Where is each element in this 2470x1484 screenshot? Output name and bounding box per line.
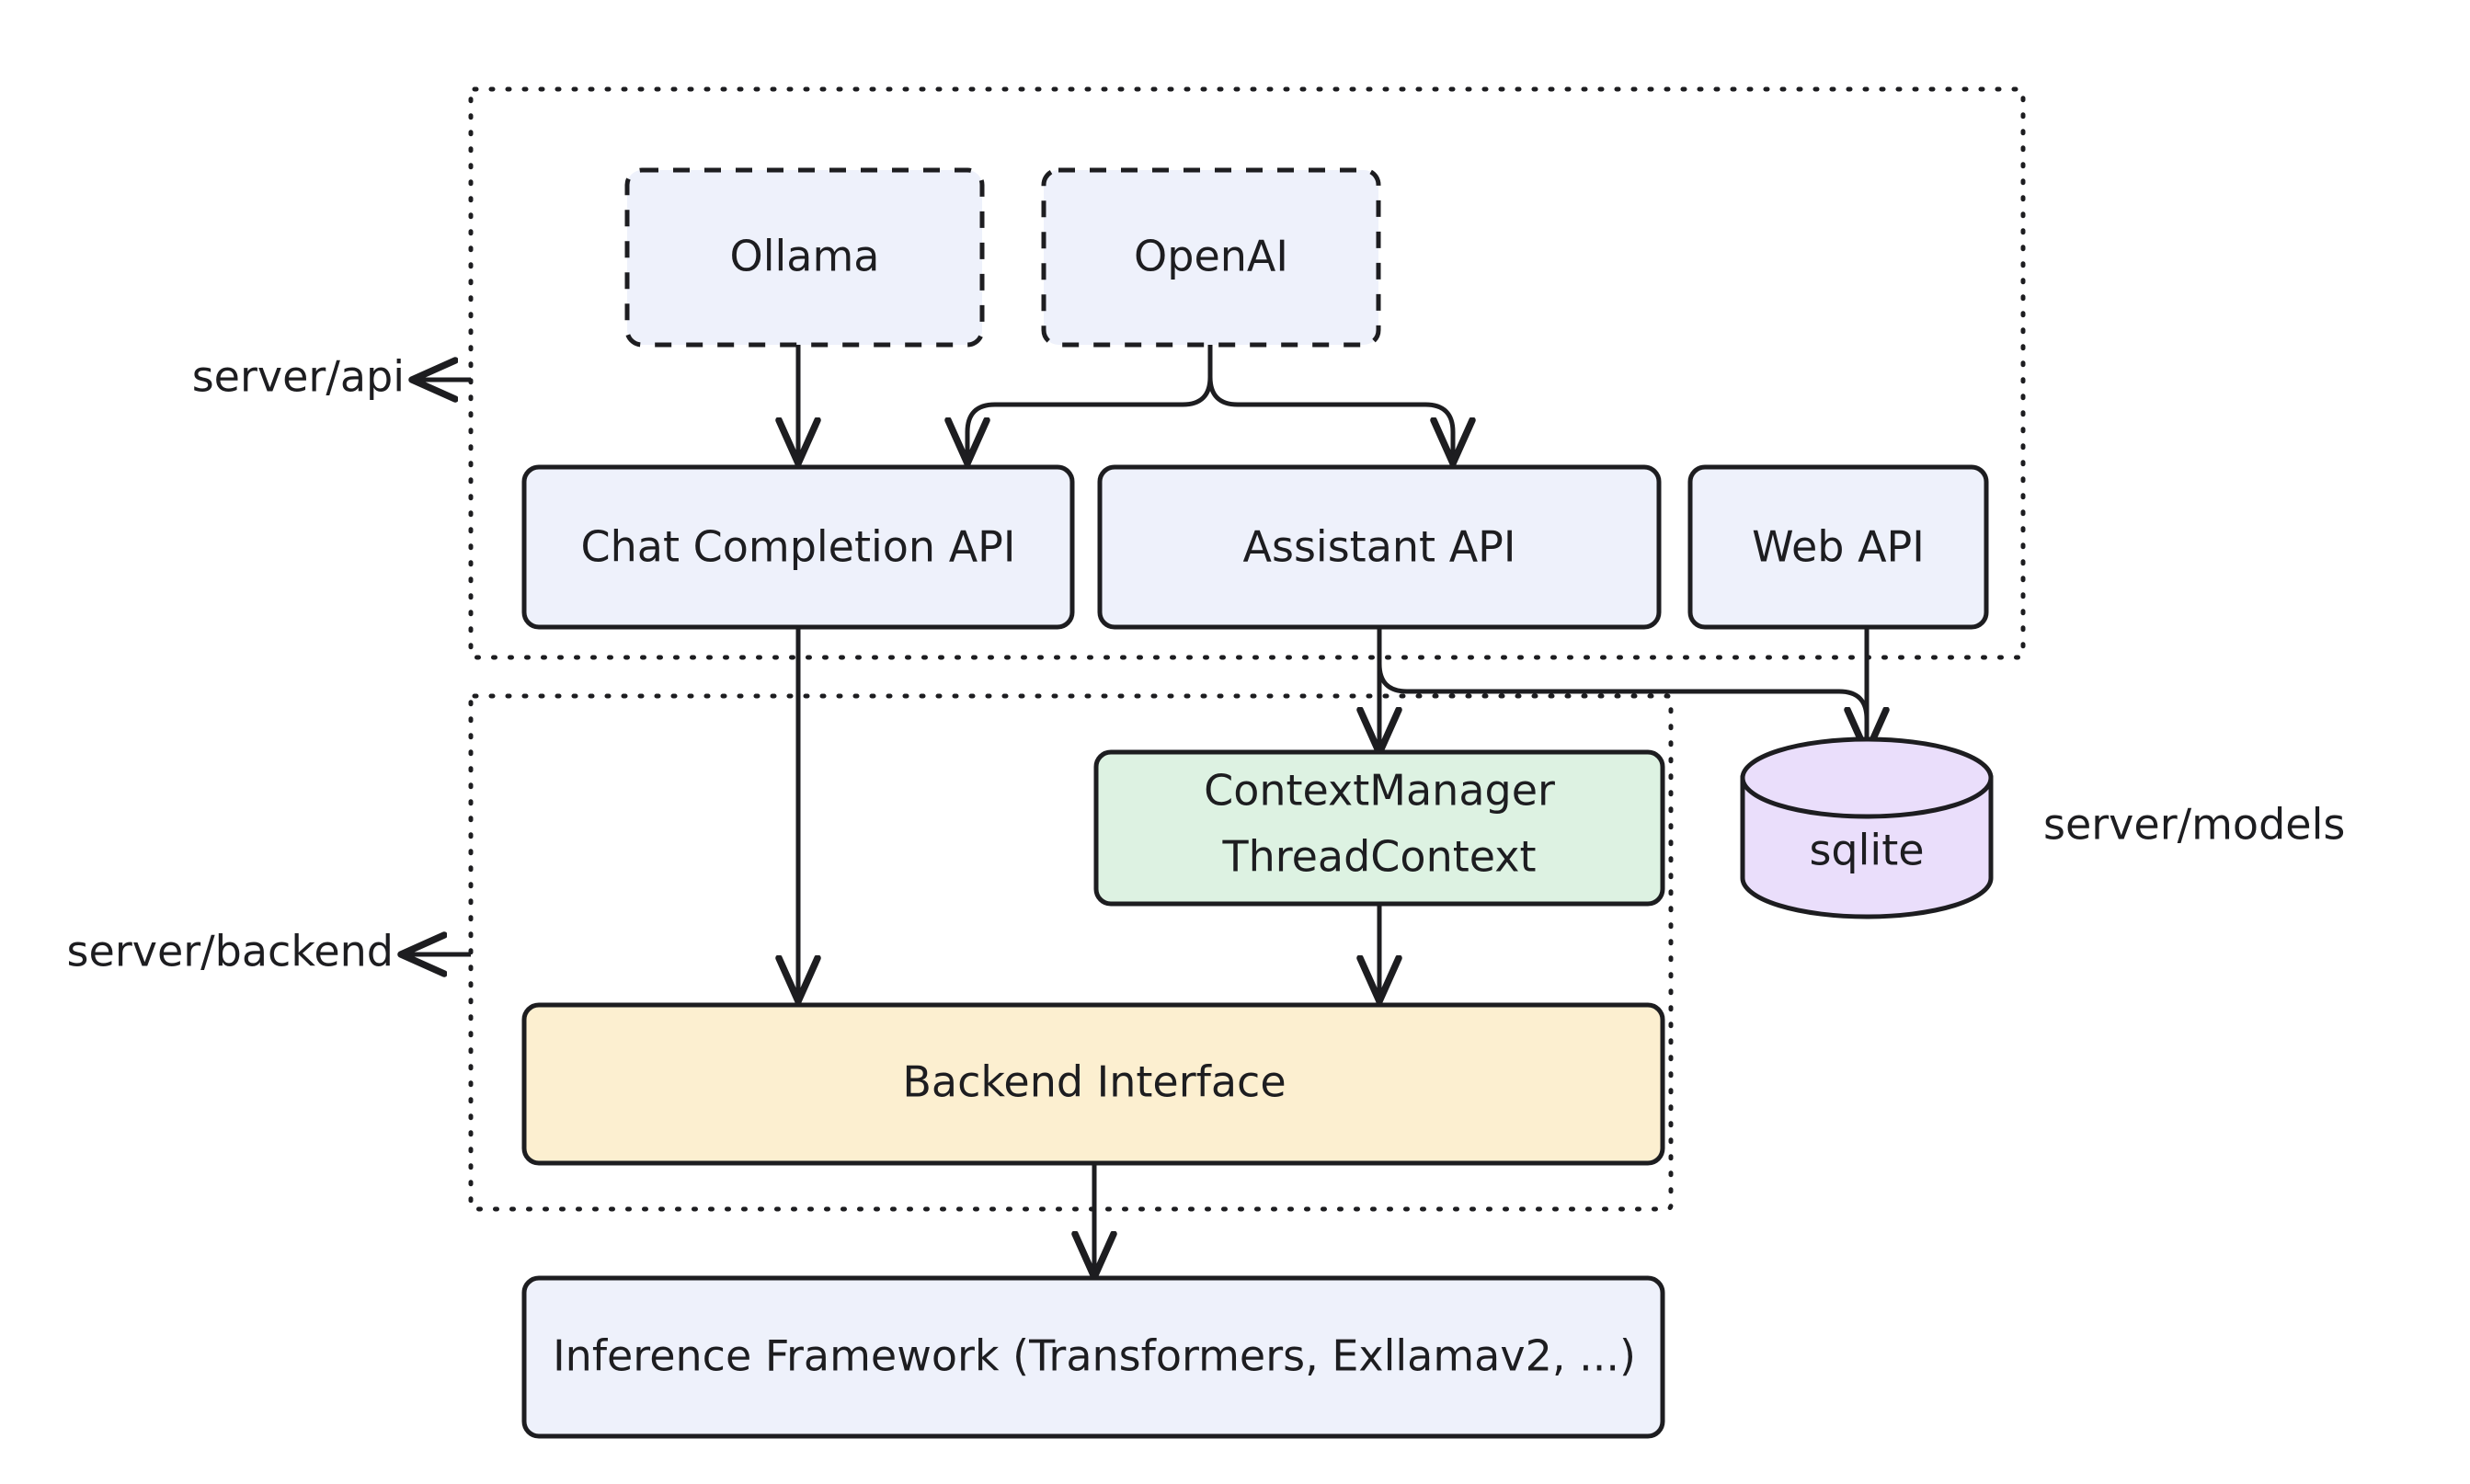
node-web-api[interactable]: Web API (1687, 464, 1989, 630)
node-inference-framework[interactable]: Inference Framework (Transformers, Exlla… (521, 1275, 1665, 1439)
node-assistant-api[interactable]: Assistant API (1097, 464, 1662, 630)
node-web-api-label: Web API (1752, 522, 1925, 572)
node-sqlite-top[interactable] (1740, 736, 1994, 819)
edge-openai-to-assistant-api (1207, 376, 1453, 460)
node-backend-interface-label: Backend Interface (902, 1057, 1286, 1107)
edge-openai-to-chat-completion-api (967, 376, 1213, 460)
node-web-api-box[interactable] (1687, 464, 1989, 630)
node-inference-framework-label: Inference Framework (Transformers, Exlla… (553, 1331, 1636, 1381)
node-assistant-api-label: Assistant API (1243, 522, 1516, 572)
node-sqlite-label: sqlite (1809, 826, 1924, 875)
node-ollama-box[interactable] (624, 167, 985, 348)
node-ollama-label: Ollama (730, 232, 880, 281)
node-assistant-api-box[interactable] (1097, 464, 1662, 630)
node-chat-completion-api-box[interactable] (521, 464, 1075, 630)
node-chat-completion-api[interactable]: Chat Completion API (521, 464, 1075, 630)
node-chat-completion-api-label: Chat Completion API (581, 522, 1016, 572)
node-context-manager-label-line1: ContextManager (1204, 766, 1555, 816)
node-backend-interface-box[interactable] (521, 1002, 1665, 1166)
node-context-manager-box[interactable] (1093, 749, 1665, 907)
node-ollama[interactable]: Ollama (624, 167, 985, 348)
node-openai-box[interactable] (1041, 167, 1381, 348)
node-context-manager-label-line2: ThreadContext (1221, 832, 1536, 882)
edge-assistant-api-to-sqlite (1377, 627, 1870, 736)
group-label-server-models: server/models (2043, 800, 2345, 850)
node-backend-interface[interactable]: Backend Interface (521, 1002, 1665, 1166)
node-inference-framework-box[interactable] (521, 1275, 1665, 1439)
group-label-server-backend: server/backend (67, 927, 394, 976)
node-context-manager[interactable]: ContextManager ThreadContext (1093, 749, 1665, 907)
node-openai-label: OpenAI (1134, 232, 1288, 281)
node-sqlite[interactable]: sqlite (1740, 736, 1994, 919)
group-label-server-api: server/api (192, 352, 405, 402)
node-openai[interactable]: OpenAI (1041, 167, 1381, 348)
